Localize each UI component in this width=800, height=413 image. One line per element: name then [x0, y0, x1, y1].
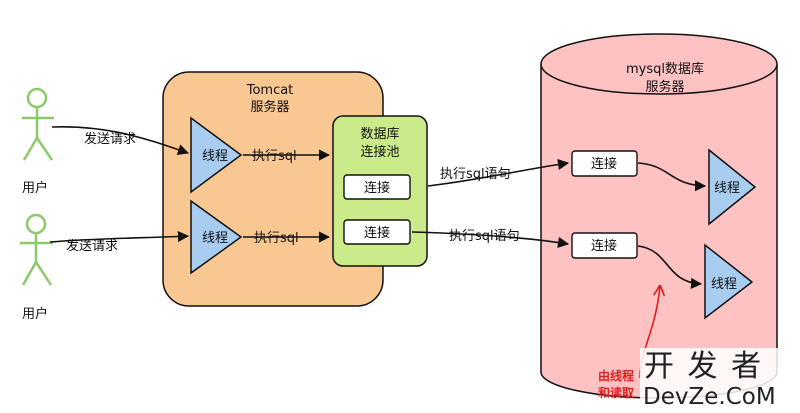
stick-figure-icon: [22, 87, 54, 161]
request-label: 发送请求: [66, 238, 118, 254]
connection-thread-arrow: [637, 245, 703, 290]
user-label: 用户: [22, 180, 48, 196]
watermark: 开 发 者 DevZe.CoM: [640, 348, 792, 410]
pool-connection: [343, 174, 411, 200]
thread-triangle: [190, 116, 243, 194]
thread-label: 线程: [202, 231, 228, 246]
stick-figure-icon: [20, 213, 53, 286]
mysql-server: mysql数据库 服务器 连接 连接 线程 线程: [540, 33, 778, 399]
tomcat-server: Tomcat 服务器 线程 线程: [162, 71, 384, 307]
thread-triangle: [190, 199, 243, 275]
exec-sql-label: 执行sql: [252, 149, 297, 164]
request-arrow: [51, 126, 190, 156]
cylinder-body: [540, 64, 778, 399]
mysql-connection: [571, 150, 638, 177]
pool-title: 数据库: [360, 126, 399, 142]
tomcat-title: Tomcat: [246, 83, 294, 98]
cylinder-top: [540, 33, 778, 95]
exec-statement-arrow: [427, 158, 570, 187]
thread-triangle: [704, 243, 754, 320]
mysql-connection-label: 连接: [591, 238, 617, 254]
mysql-title: mysql数据库: [626, 61, 704, 77]
user-label: 用户: [22, 306, 48, 322]
pool-connection-label: 连接: [364, 225, 390, 241]
exec-statement-label: 执行sql语句: [449, 229, 520, 244]
request-label: 发送请求: [84, 131, 136, 147]
user-1: 用户: [22, 87, 54, 196]
mysql-subtitle: 服务器: [645, 79, 684, 95]
exec-sql-label: 执行sql: [254, 231, 299, 246]
connection-thread-arrow: [637, 162, 707, 192]
pool-connection: [343, 219, 411, 245]
annotation-line1: 由线程: [598, 368, 634, 383]
exec-statement-arrow: [411, 231, 570, 248]
pool-connection-label: 连接: [364, 180, 390, 196]
thread-label: 线程: [202, 149, 228, 164]
request-arrow: [49, 230, 190, 243]
watermark-line1: 开 发 者: [644, 349, 763, 384]
mysql-connection: [571, 232, 638, 259]
thread-label: 线程: [714, 181, 740, 196]
thread-label: 线程: [711, 277, 737, 292]
pool-subtitle: 连接池: [360, 144, 399, 160]
tomcat-subtitle: 服务器: [250, 99, 289, 115]
mysql-connection-label: 连接: [591, 156, 617, 172]
watermark-line2: DevZe.CoM: [643, 384, 776, 410]
thread-triangle: [708, 148, 757, 226]
user-2: 用户: [20, 213, 53, 322]
watermark-backdrop: [640, 348, 792, 406]
connection-pool: 数据库 连接池 连接 连接: [332, 115, 428, 267]
exec-statement-label: 执行sql语句: [440, 167, 511, 182]
annotation-line2: 和读取: [597, 385, 634, 400]
